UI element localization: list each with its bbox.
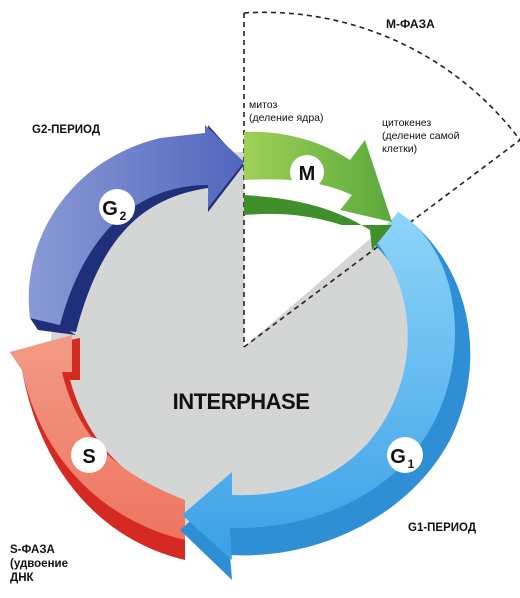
s-badge: S: [71, 437, 107, 473]
interphase-label: INTERPHASE: [173, 389, 310, 414]
g1-badge-symbol: G: [390, 446, 406, 468]
g2-period-label: G2-ПЕРИОД: [32, 124, 100, 136]
cytokinesis-label-line-2: (деление самой: [382, 130, 460, 142]
s-phase-label-line-2: (удвоение: [10, 558, 68, 570]
m-badge-symbol: M: [299, 163, 316, 185]
m-phase-title: М-ФАЗА: [386, 17, 435, 31]
m-arrow: [244, 131, 392, 250]
g2-arrow: [28, 125, 245, 335]
mitosis-label-line-2: (деление ядра): [249, 112, 324, 124]
g1-period-label: G1-ПЕРИОД: [408, 522, 476, 534]
g1-badge: G 1: [387, 437, 423, 473]
g2-badge-subscript: 2: [120, 209, 127, 223]
s-badge-symbol: S: [82, 446, 95, 468]
s-phase-label-line-3: ДНК: [10, 572, 34, 584]
mitosis-label-line-1: митоз: [249, 99, 277, 111]
cytokinesis-label-line-3: клетки): [382, 143, 417, 155]
g1-badge-subscript: 1: [408, 457, 415, 471]
s-phase-label-line-1: S-ФАЗА: [10, 544, 55, 556]
m-badge: M: [290, 155, 324, 189]
m-phase-boundary-arc: [243, 11, 520, 141]
g2-badge: G 2: [99, 189, 135, 225]
cytokinesis-label-line-1: цитокенез: [382, 117, 431, 129]
g1-arrow: [180, 212, 471, 580]
g2-badge-symbol: G: [102, 198, 118, 220]
interphase-disc: [50, 152, 441, 542]
